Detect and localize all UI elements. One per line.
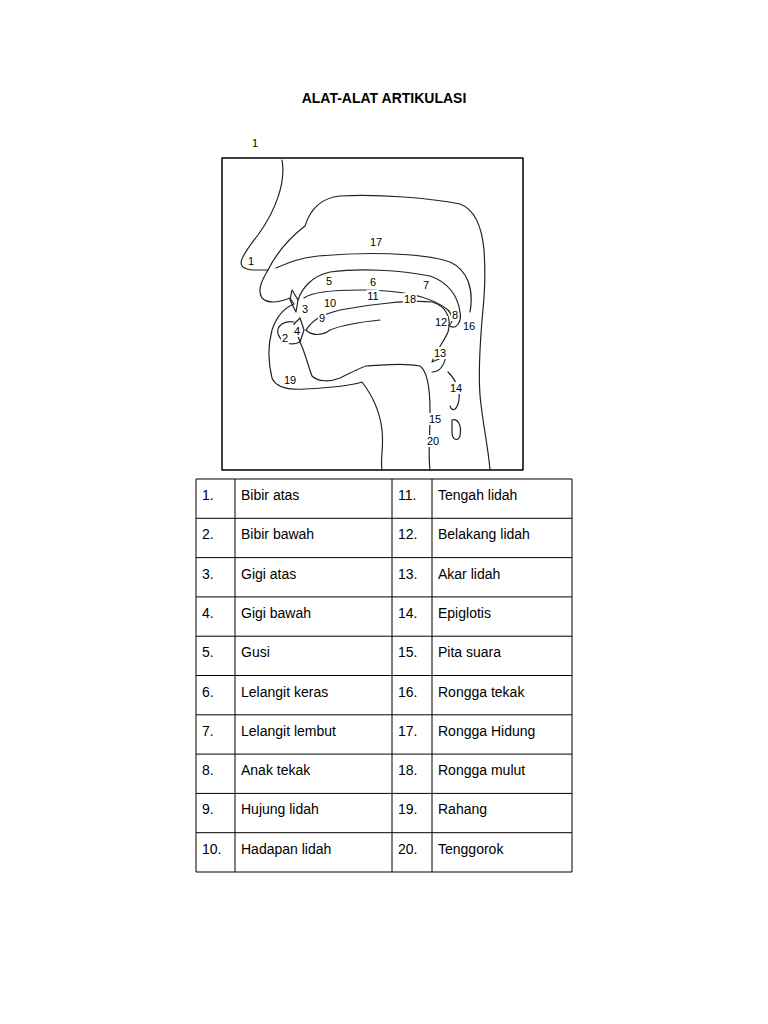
callout-number: 4	[293, 325, 301, 337]
table-cell: 12.	[398, 526, 417, 542]
table-cell: 14.	[398, 605, 417, 621]
table-cell: Bibir bawah	[241, 526, 314, 542]
callout-number: 20	[426, 435, 440, 447]
table-cell: 20.	[398, 841, 417, 857]
table-cell: Rahang	[438, 801, 487, 817]
callout-number: 8	[451, 309, 459, 321]
callout-number: 12	[434, 316, 448, 328]
callout-number: 10	[323, 297, 337, 309]
callout-number: 15	[428, 413, 442, 425]
table-cell: 17.	[398, 723, 417, 739]
table-cell: Belakang lidah	[438, 526, 530, 542]
table-cell: 6.	[202, 684, 214, 700]
table-cell: 1.	[202, 487, 214, 503]
table-cell: Bibir atas	[241, 487, 299, 503]
upper-teeth	[290, 290, 298, 312]
callout-number: 6	[369, 276, 377, 288]
table-cell: Tengah lidah	[438, 487, 517, 503]
table-cell: Epiglotis	[438, 605, 491, 621]
table-cell: 11.	[398, 487, 416, 503]
table-cell: Rongga tekak	[438, 684, 524, 700]
table-cell: Gigi atas	[241, 566, 296, 582]
table-cell: Gigi bawah	[241, 605, 311, 621]
tongue	[306, 301, 449, 372]
table-cell: Hujung lidah	[241, 801, 319, 817]
vocal-folds	[452, 420, 461, 440]
table-cell: 18.	[398, 762, 417, 778]
table-cell: Lelangit keras	[241, 684, 328, 700]
title: ALAT-ALAT ARTIKULASI	[302, 90, 467, 106]
callout-number: 5	[325, 275, 333, 287]
jaw	[300, 342, 430, 470]
figure-frame	[222, 158, 523, 470]
callout-number: 3	[301, 303, 309, 315]
table-cell: Gusi	[241, 644, 270, 660]
callout-number: 9	[318, 312, 326, 324]
table-cell: Lelangit lembut	[241, 723, 336, 739]
table-cell: 10.	[202, 841, 221, 857]
table-cell: Rongga Hidung	[438, 723, 535, 739]
nasal-cavity	[268, 195, 490, 470]
table-cell: 9.	[202, 801, 214, 817]
table-cell: Rongga mulut	[438, 762, 525, 778]
table-cell: Pita suara	[438, 644, 501, 660]
table-cell: 8.	[202, 762, 214, 778]
table-cell: 3.	[202, 566, 214, 582]
table-cell: 19.	[398, 801, 417, 817]
callout-number: 14	[449, 382, 463, 394]
callout-number: 13	[433, 347, 447, 359]
table-cell: 16.	[398, 684, 417, 700]
callout-number: 19	[283, 374, 297, 386]
callout-number: 7	[422, 279, 430, 291]
table-cell: Tenggorok	[438, 841, 503, 857]
table-cell: 15.	[398, 644, 417, 660]
callout-number: 1	[251, 137, 259, 149]
hard-palate	[298, 270, 460, 327]
table-grid	[196, 479, 572, 872]
table-cell: Hadapan lidah	[241, 841, 331, 857]
callout-number: 18	[403, 293, 417, 305]
face-profile	[241, 160, 382, 470]
table-cell: 4.	[202, 605, 214, 621]
table-cell: 5.	[202, 644, 214, 660]
callout-number: 1	[247, 255, 255, 267]
table-cell: 13.	[398, 566, 417, 582]
callout-number: 17	[369, 236, 383, 248]
callout-number: 11	[366, 290, 379, 302]
callout-number: 2	[281, 332, 289, 344]
table-cell: 7.	[202, 723, 214, 739]
callout-number: 16	[462, 320, 476, 332]
table-cell: 2.	[202, 526, 214, 542]
table-cell: Akar lidah	[438, 566, 500, 582]
table-cell: Anak tekak	[241, 762, 310, 778]
